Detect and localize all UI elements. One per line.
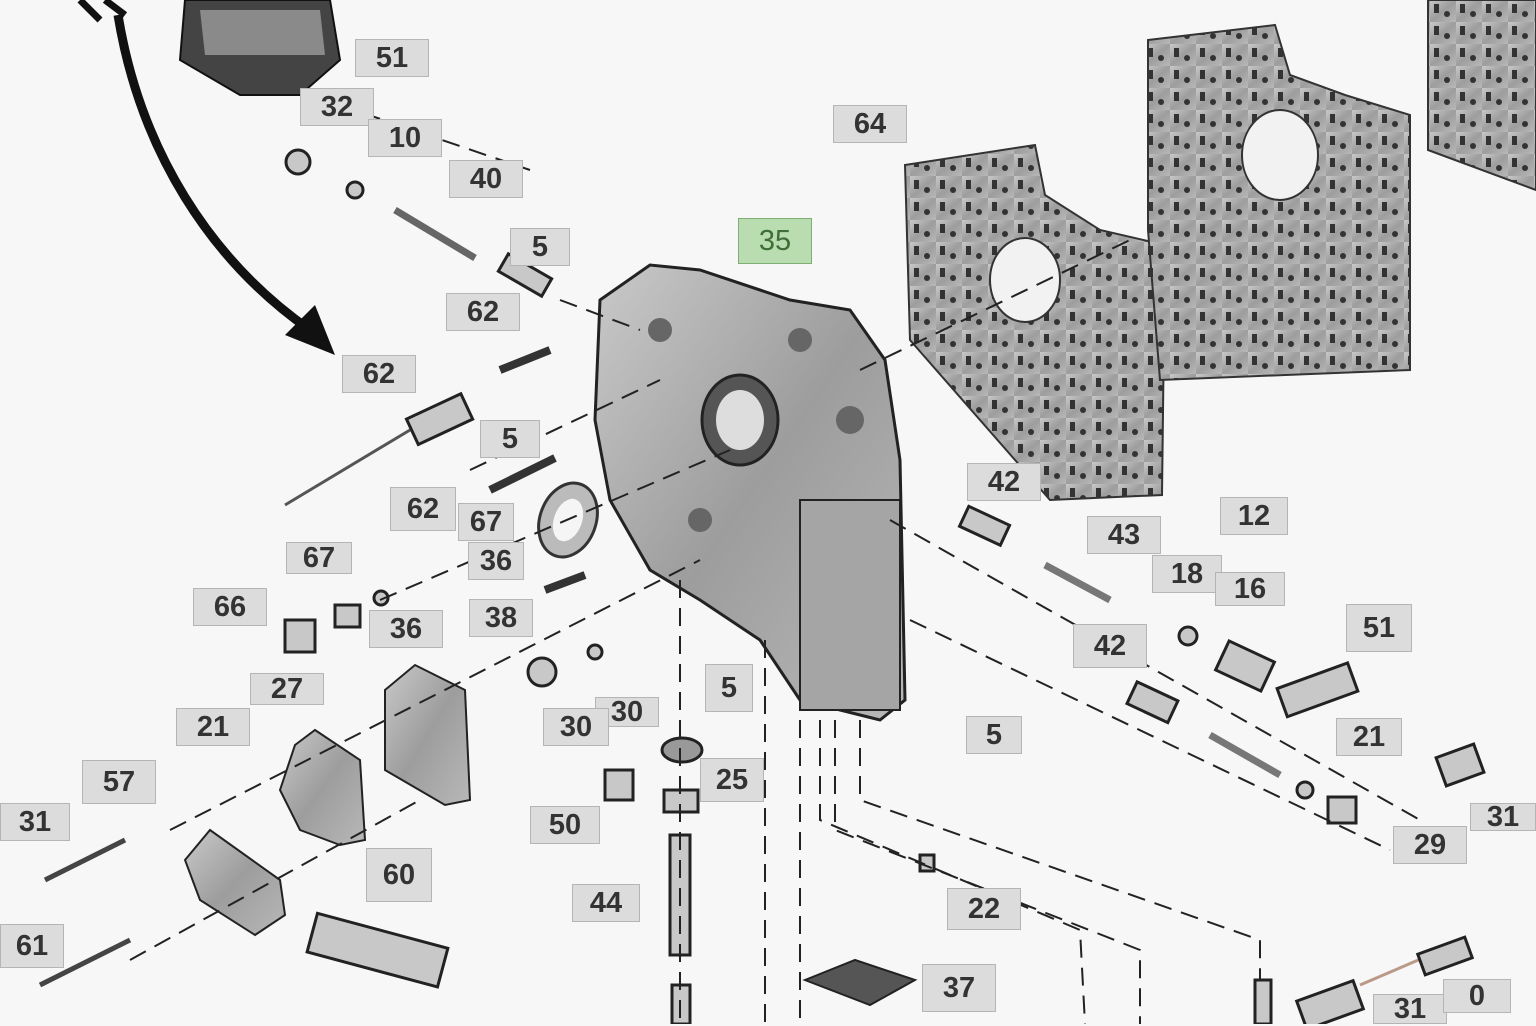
part-label[interactable]: 42 [967, 463, 1041, 501]
part-label[interactable]: 21 [176, 708, 250, 746]
part-label[interactable]: 0 [1443, 979, 1511, 1013]
part-label[interactable]: 31 [0, 803, 70, 841]
part-label[interactable]: 43 [1087, 516, 1161, 554]
part-label[interactable]: 66 [193, 588, 267, 626]
valve-body-35 [593, 263, 907, 722]
part-label[interactable]: 5 [966, 716, 1022, 754]
cover-plate-61 [183, 828, 287, 937]
part-label[interactable]: 62 [390, 487, 456, 531]
part-label[interactable]: 67 [458, 503, 514, 541]
separator-plate-rear [1147, 23, 1411, 382]
part-label[interactable]: 5 [705, 664, 753, 712]
part-label[interactable]: 27 [250, 673, 324, 705]
part-label[interactable]: 36 [468, 542, 524, 580]
part-label[interactable]: 21 [1336, 718, 1402, 756]
part-label[interactable]: 22 [947, 888, 1021, 930]
part-label[interactable]: 62 [342, 355, 416, 393]
part-label[interactable]: 10 [368, 119, 442, 157]
part-label[interactable]: 29 [1393, 826, 1467, 864]
part-label[interactable]: 40 [449, 160, 523, 198]
part-label[interactable]: 50 [530, 806, 600, 844]
direction-arrow-icon [113, 14, 313, 334]
part-label[interactable]: 38 [469, 599, 533, 637]
part-label[interactable]: 67 [286, 542, 352, 574]
gasket-37 [802, 958, 918, 1007]
part-label[interactable]: 5 [510, 228, 570, 266]
part-label[interactable]: 44 [572, 884, 640, 922]
part-label[interactable]: 61 [0, 924, 64, 968]
part-label[interactable]: 62 [446, 293, 520, 331]
part-label[interactable]: 25 [700, 758, 764, 802]
cover-plate-27 [278, 728, 367, 847]
part-label[interactable]: 32 [300, 88, 374, 126]
part-label[interactable]: 31 [1470, 801, 1536, 833]
part-label[interactable]: 31 [1373, 993, 1447, 1025]
cover-plate-36 [384, 663, 472, 807]
part-label[interactable]: 51 [1346, 604, 1412, 652]
part-label-highlighted[interactable]: 35 [738, 218, 812, 264]
part-label[interactable]: 5 [480, 420, 540, 458]
part-label[interactable]: 36 [369, 610, 443, 648]
part-label[interactable]: 37 [922, 964, 996, 1012]
part-label[interactable]: 64 [833, 105, 907, 143]
part-label[interactable]: 12 [1220, 497, 1288, 535]
upper-housing-part [178, 0, 342, 96]
part-label[interactable]: 51 [355, 39, 429, 77]
part-label[interactable]: 60 [366, 848, 432, 902]
arrow-head-icon [285, 305, 335, 355]
part-label[interactable]: 30 [543, 708, 609, 746]
part-label[interactable]: 16 [1215, 572, 1285, 606]
part-label[interactable]: 18 [1152, 555, 1222, 593]
separator-plate-far [1427, 0, 1536, 192]
part-label[interactable]: 57 [82, 760, 156, 804]
separator-plate-64 [903, 143, 1167, 502]
part-label[interactable]: 42 [1073, 624, 1147, 668]
